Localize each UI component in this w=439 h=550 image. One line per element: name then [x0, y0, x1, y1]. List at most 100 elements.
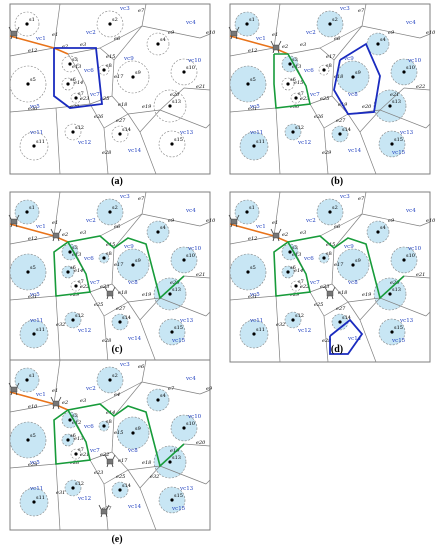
sensor-node-s9 [131, 263, 135, 267]
region-label-vc8: vc8 [347, 280, 358, 286]
voronoi-edge [333, 213, 363, 249]
edge-label: e27 [336, 306, 346, 312]
voronoi-edge [323, 113, 349, 129]
sensor-label: s1 [249, 17, 255, 23]
sensor-label: s9 [355, 258, 361, 264]
voronoi-edge [333, 25, 363, 61]
green-path [273, 53, 311, 109]
edge-label: e25 [314, 302, 323, 308]
region-label-vc4: vc4 [405, 20, 416, 26]
voronoi-edge [103, 469, 129, 485]
sensor-node-s12 [71, 318, 75, 322]
edge-label: e27 [116, 306, 126, 312]
sensor-label: s6 [70, 77, 76, 83]
edge-label: e9 [168, 30, 175, 36]
voronoi-edge [9, 295, 57, 301]
sensor-label: s15 [174, 493, 183, 499]
sensor-node-s3 [68, 62, 72, 66]
edge-label: e7 [358, 8, 365, 14]
edge-label: e7 [168, 386, 175, 392]
sensor-label: s4 [160, 225, 166, 231]
region-label-vc11: vc11 [29, 318, 43, 324]
edge-label: e22 [300, 284, 309, 290]
voronoi-edge [425, 123, 431, 129]
voronoi-edge [361, 191, 367, 215]
region-label-vc14: vc14 [127, 148, 142, 154]
voronoi-edge [141, 191, 147, 215]
edge-label: e28 [322, 338, 331, 344]
voronoi-edge [89, 291, 105, 317]
sensor-label: s13 [172, 99, 181, 105]
edge-label: e15 [114, 430, 123, 436]
sensor-label: s7 [78, 279, 84, 285]
sensor-label: s5 [250, 265, 256, 271]
sensor-node-s6 [66, 438, 70, 442]
voronoi-edge [275, 295, 281, 363]
region-label-vc1: vc1 [35, 36, 46, 42]
sensor-node-s11 [32, 500, 36, 504]
region-label-vc1: vc1 [35, 224, 46, 230]
voronoi-edge [323, 315, 329, 363]
caption-c: (c) [111, 344, 123, 355]
sensor-node-s1 [25, 378, 29, 382]
region-label-vc2: vc2 [85, 30, 96, 36]
edge-label: e17 [326, 54, 336, 60]
sensor-node-s6 [286, 82, 290, 86]
sensor-node-s15 [170, 498, 174, 502]
sensor-range-s9 [116, 60, 150, 94]
edge-label: e2 [62, 400, 68, 406]
sensor-node-s2 [108, 22, 112, 26]
sensor-label: s4 [380, 37, 386, 43]
voronoi-edge [99, 47, 115, 61]
edge-label: e7 [138, 8, 145, 14]
sensor-label: s13 [392, 99, 401, 105]
region-label-vc14: vc14 [347, 336, 362, 342]
edge-label: e9 [168, 218, 175, 224]
sensor-node-s11 [252, 332, 256, 336]
sensor-node-s1 [245, 22, 249, 26]
region-label-vc2: vc2 [85, 386, 96, 392]
sensor-label: s9 [135, 426, 141, 432]
sensor-range-s13 [153, 89, 187, 123]
sensor-node-s2 [108, 210, 112, 214]
region-label-vc10: vc10 [187, 414, 202, 420]
sensor-label: s14 [342, 127, 351, 133]
voronoi-edge [103, 315, 109, 363]
sensor-node-s2 [108, 378, 112, 382]
sensor-label: s14 [122, 127, 131, 133]
region-label-vc1: vc1 [255, 36, 266, 42]
sensor-node-s15 [390, 142, 394, 146]
sensor-label: s7 [298, 91, 304, 97]
sensor-node-s8 [102, 424, 106, 428]
voronoi-edge [111, 415, 115, 453]
sensor-node-s5 [26, 82, 30, 86]
edge-label: e19 [170, 448, 180, 454]
voronoi-edge [139, 487, 157, 531]
voronoi-edge [67, 53, 79, 71]
edge-label: e20 [170, 280, 180, 286]
blue-path [53, 47, 103, 109]
edge-label: e31 [56, 490, 65, 496]
edge-label: e13 [292, 64, 301, 70]
region-label-vc15: vc15 [171, 338, 186, 344]
edge-label: e6 [114, 224, 121, 230]
sensor-range-s14 [111, 125, 129, 143]
region-label-vc6: vc6 [303, 256, 314, 262]
edge-label: e18 [334, 74, 343, 80]
sensor-label: s10 [406, 65, 415, 71]
voronoi-edge [67, 47, 101, 55]
sensor-label: s14 [122, 483, 131, 489]
sensor-node-s13 [168, 104, 172, 108]
voronoi-edge [127, 109, 161, 115]
sensor-node-s14 [118, 320, 122, 324]
sensor-node-s4 [156, 42, 160, 46]
edge-label: e17 [114, 74, 124, 80]
robot-icon [50, 228, 62, 242]
edge-label: e3 [300, 230, 306, 236]
sensor-node-s7 [74, 96, 78, 100]
sensor-node-s4 [156, 398, 160, 402]
voronoi-edge [127, 469, 141, 489]
